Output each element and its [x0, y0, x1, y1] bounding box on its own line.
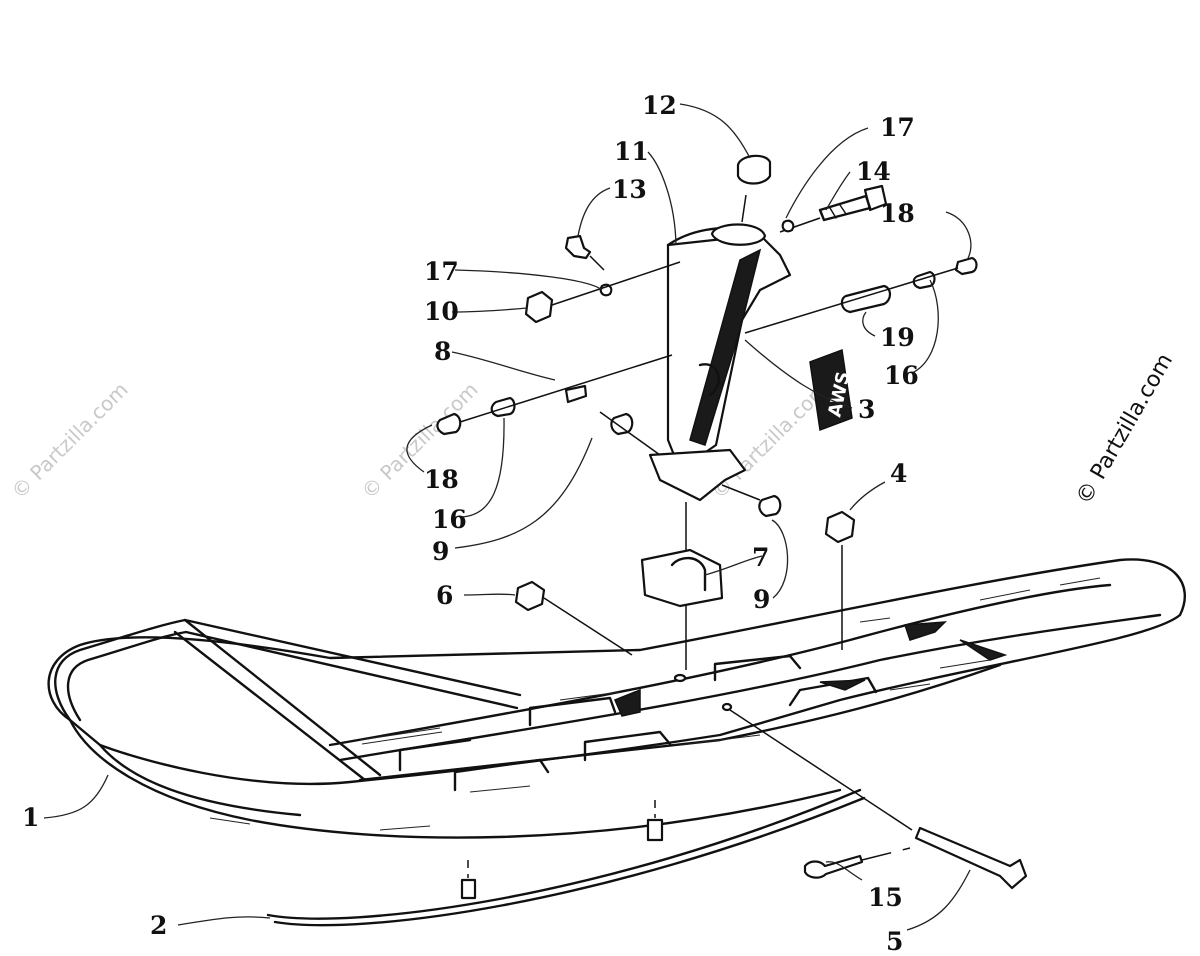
- callout-16-left: 16: [432, 505, 467, 534]
- callout-4: 4: [890, 459, 907, 488]
- watermark-faint-2: © Partzilla.com: [357, 377, 483, 503]
- ski-body: [47, 558, 1186, 839]
- spindle: [648, 223, 792, 670]
- lower-right-bushing: [758, 494, 782, 518]
- lock-nut: [524, 290, 554, 324]
- callout-13: 13: [612, 175, 647, 204]
- callout-8: 8: [434, 337, 451, 366]
- callout-9-right: 9: [753, 585, 770, 614]
- callout-19: 19: [880, 323, 915, 352]
- wear-rod-stud-rear: [646, 818, 664, 842]
- spindle-cap: [736, 154, 772, 185]
- cotter-pin: [803, 854, 864, 879]
- callout-18-left: 18: [424, 465, 459, 494]
- left-bushing: [490, 396, 516, 418]
- cap-screw: [564, 234, 592, 260]
- callout-6: 6: [436, 581, 453, 610]
- spindle-top-cap-seat: [710, 223, 767, 246]
- watermark-faint-1: © Partzilla.com: [7, 377, 133, 503]
- aws-decal: AWS: [809, 348, 854, 432]
- callout-18-right: 18: [880, 199, 915, 228]
- pivot-sleeve: [840, 284, 892, 314]
- long-bolt: [914, 826, 1028, 890]
- front-nut: [514, 580, 546, 612]
- callout-7: 7: [752, 543, 769, 572]
- callout-14: 14: [856, 157, 891, 186]
- callout-11: 11: [614, 137, 649, 166]
- callout-15: 15: [868, 883, 903, 912]
- wear-rod: [266, 788, 866, 927]
- left-bolt: [436, 412, 462, 436]
- callout-9-left: 9: [432, 537, 449, 566]
- wear-rod-stud-front: [460, 878, 477, 900]
- upper-bolt: [779, 184, 888, 233]
- callout-2: 2: [150, 911, 167, 940]
- ski-mount-hole: [673, 673, 687, 683]
- callout-16-right: 16: [884, 361, 919, 390]
- shim: [564, 384, 588, 404]
- watermark-main: © Partzilla.com: [1072, 349, 1179, 509]
- spindle-base: [648, 448, 747, 502]
- callout-5: 5: [886, 927, 903, 956]
- callout-10: 10: [424, 297, 459, 326]
- ski-bolt-hole: [721, 702, 733, 712]
- right-bolt: [954, 256, 978, 276]
- ski-bow-handle: [54, 618, 522, 782]
- callout-3: 3: [858, 395, 875, 424]
- leader-lines: [43, 103, 972, 931]
- ski-hatching: [209, 577, 1101, 831]
- callout-12: 12: [642, 91, 677, 120]
- lower-left-bushing: [610, 412, 634, 436]
- callout-17-left: 17: [424, 257, 459, 286]
- callout-labels: 1 2 3 4 5 6 7 8 9 9 10 11 12 13 14 15 16…: [22, 91, 919, 956]
- upper-lock-washer: [781, 219, 795, 233]
- callout-1: 1: [22, 803, 39, 832]
- callout-17-right: 17: [880, 113, 915, 142]
- stop-nut: [824, 510, 856, 544]
